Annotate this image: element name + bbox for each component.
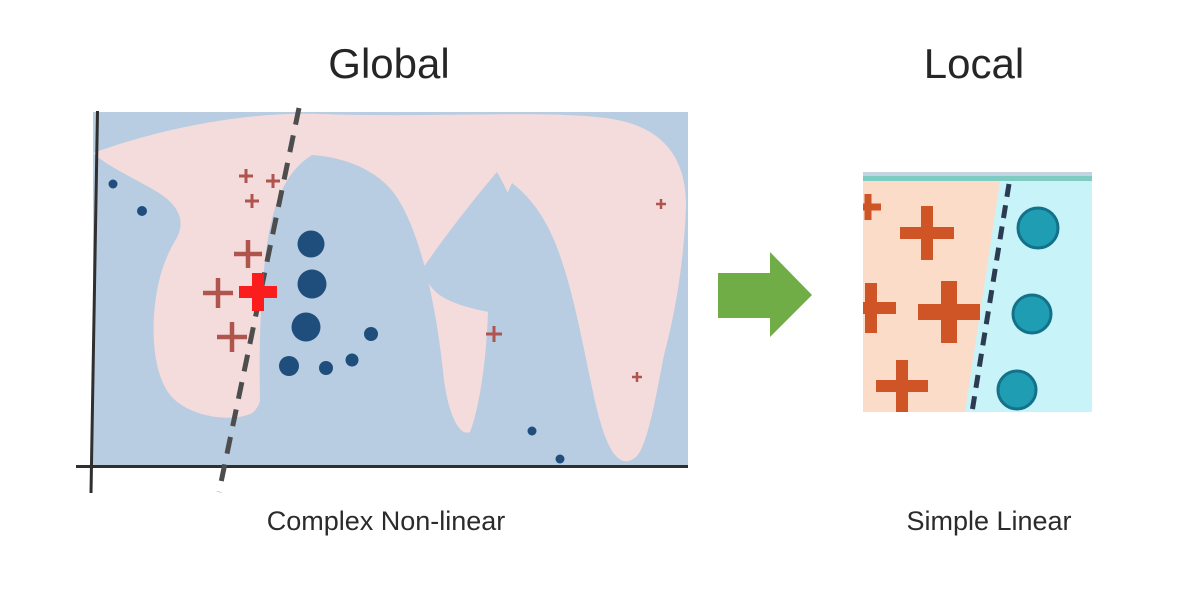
positive-class-cross	[234, 240, 262, 268]
negative-class-dot	[297, 230, 325, 258]
positive-class-cross	[239, 169, 253, 183]
global-to-local-arrow	[718, 252, 812, 337]
local-positive-cross	[918, 281, 980, 343]
simple-linear-label: Simple Linear	[906, 506, 1072, 536]
positive-class-cross	[245, 194, 259, 208]
pink-class-region	[93, 113, 686, 462]
positive-class-cross	[203, 278, 233, 308]
local-positive-cross	[863, 283, 896, 333]
negative-class-dot	[297, 269, 327, 299]
blue-wedge-region-1	[259, 155, 402, 466]
negative-class-dot	[137, 206, 147, 216]
instance-being-explained-cross	[239, 273, 277, 311]
negative-class-dot	[345, 353, 359, 367]
local-negative-circle	[996, 369, 1038, 411]
local-positive-cross	[900, 206, 954, 260]
panel-top-strip-teal	[863, 176, 1092, 181]
negative-class-dot	[279, 356, 299, 376]
negative-class-dot	[291, 312, 321, 342]
positive-class-cross	[266, 174, 280, 188]
panel-top-strip-blue	[863, 172, 1092, 176]
negative-class-dot	[319, 361, 333, 375]
local-positive-cross	[876, 360, 928, 412]
blue-wedge-region-2	[423, 172, 561, 466]
positive-class-cross	[656, 199, 666, 209]
positive-class-cross	[486, 326, 502, 342]
negative-class-dot	[555, 454, 565, 464]
negative-class-dot	[527, 426, 537, 436]
positive-class-cross	[217, 322, 247, 352]
positive-class-cross	[632, 372, 642, 382]
local-negative-circle	[1011, 293, 1053, 335]
negative-class-dot	[108, 179, 118, 189]
global-title: Global	[328, 40, 450, 87]
y-axis	[89, 110, 99, 494]
peach-class-region	[863, 181, 1000, 412]
linear-boundary-dashed-line	[969, 183, 1012, 412]
local-positive-cross	[863, 194, 881, 220]
complex-nonlinear-label: Complex Non-linear	[266, 506, 506, 536]
negative-class-dot	[364, 327, 378, 341]
local-negative-circle	[1016, 206, 1060, 250]
local-title: Local	[923, 40, 1025, 87]
local-panel	[863, 172, 1092, 412]
